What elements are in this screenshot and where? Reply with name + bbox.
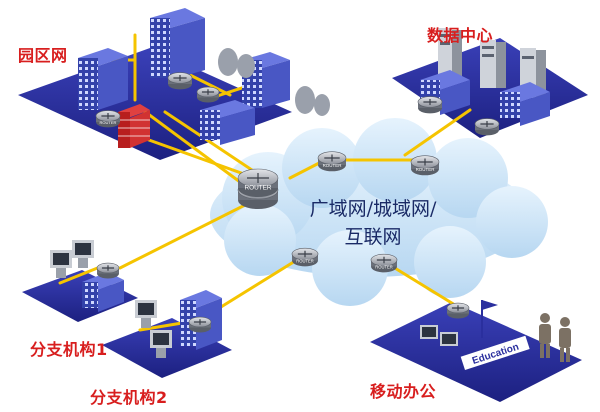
router-text: ROUTER bbox=[245, 184, 272, 191]
person-icon bbox=[539, 313, 571, 362]
mobile-workstations bbox=[420, 325, 458, 346]
label-campus: 园区网 bbox=[18, 46, 68, 65]
router-icon bbox=[167, 72, 193, 90]
router-icon: ROUTER bbox=[237, 168, 279, 209]
router-icon: ROUTER bbox=[370, 253, 398, 273]
router-icon bbox=[446, 302, 470, 319]
server-rack-1 bbox=[438, 28, 462, 78]
router-icon: ROUTER bbox=[95, 110, 121, 128]
server-block bbox=[420, 70, 550, 126]
router-icon: ROUTER bbox=[410, 155, 440, 176]
building-center bbox=[200, 100, 255, 145]
router-icon bbox=[188, 316, 212, 333]
router-text: ROUTER bbox=[323, 163, 343, 168]
router-icon bbox=[474, 118, 500, 136]
router-icon bbox=[96, 262, 120, 279]
routers: ROUTER ROUTER ROUTER ROUTER ROUTER ROUTER bbox=[95, 72, 500, 333]
network-links bbox=[58, 33, 472, 332]
label-branch1: 分支机构1 bbox=[30, 340, 108, 359]
label-branch2: 分支机构2 bbox=[90, 388, 168, 407]
router-icon bbox=[196, 86, 220, 103]
firewall-icon bbox=[118, 104, 150, 148]
campus-buildings bbox=[78, 8, 330, 145]
router-icon: ROUTER bbox=[317, 151, 347, 172]
router-icon bbox=[417, 96, 443, 114]
branch1-platform bbox=[22, 270, 138, 322]
label-datacenter: 数据中心 bbox=[427, 26, 494, 45]
cloud-label-line1: 广域网/城域网/ bbox=[309, 198, 437, 220]
server-rack-2 bbox=[480, 40, 506, 88]
router-text: ROUTER bbox=[416, 167, 436, 172]
router-text: ROUTER bbox=[375, 264, 393, 269]
datacenter-servers bbox=[420, 28, 550, 126]
building-tall bbox=[150, 8, 205, 80]
building-left bbox=[78, 48, 128, 110]
router-text: ROUTER bbox=[100, 120, 117, 125]
router-icon: ROUTER bbox=[291, 247, 319, 267]
wan-cloud bbox=[210, 118, 548, 306]
workstation-icon bbox=[135, 300, 172, 358]
grey-structures bbox=[218, 48, 330, 116]
router-text: ROUTER bbox=[296, 258, 314, 263]
cloud-label: 广域网/城域网/ 互联网 bbox=[298, 195, 448, 251]
cloud-label-line2: 互联网 bbox=[344, 226, 402, 248]
workstation-icon bbox=[50, 240, 94, 278]
label-mobile: 移动办公 bbox=[370, 382, 437, 401]
flag-icon bbox=[481, 300, 498, 338]
